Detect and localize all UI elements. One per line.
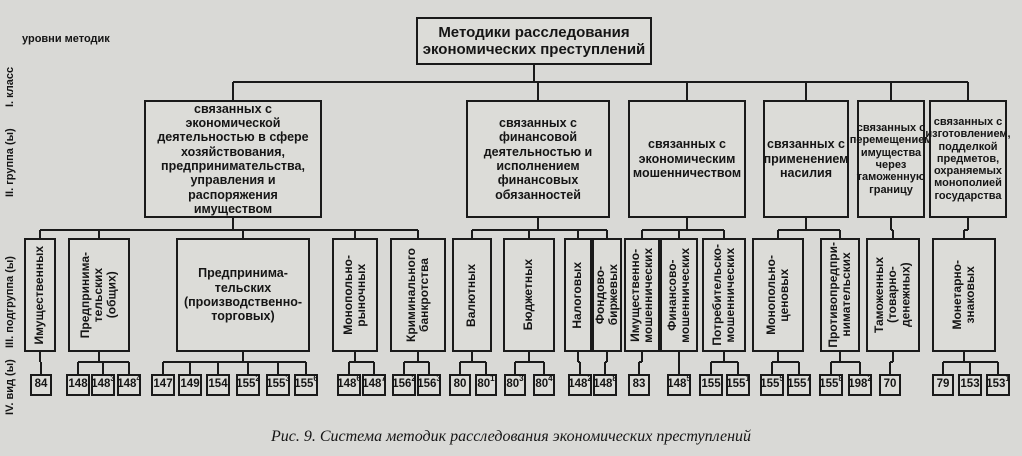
subgroup-label: Противопредпри- нимательских — [825, 242, 853, 348]
type-code-box: 83 — [628, 374, 650, 396]
type-code-box: 70 — [879, 374, 901, 396]
type-code-box: 84 — [30, 374, 52, 396]
group-counterfeit: связанных с изготовлением, подделкой пре… — [925, 100, 1011, 218]
subgroup-box: Монопольно- ценовых — [752, 238, 804, 352]
group-label: связанных с применением насилия — [763, 137, 849, 181]
root-label: Методики расследования экономических пре… — [422, 23, 646, 58]
subgroup-label: Имущественно- мошеннических — [627, 247, 655, 343]
subgroup-box: Криминального банкротства — [390, 238, 446, 352]
subgroup-label: Имущественных — [32, 245, 47, 345]
subgroup-box: Имущественно- мошеннических — [624, 238, 660, 352]
subgroup-box: Фондово- биржевых — [592, 238, 622, 352]
subgroup-label: Валютных — [464, 263, 479, 327]
group-violence: связанных с применением насилия — [763, 100, 849, 218]
group-fraud: связанных с экономическим мошенничеством — [628, 100, 746, 218]
level-label-type: IV. вид (ы) — [4, 359, 16, 415]
type-code-box: 149 — [178, 374, 202, 396]
subgroup-label: Предпринима- тельских (общих) — [78, 251, 119, 339]
subgroup-label: Бюджетных — [521, 259, 536, 331]
level-label-group: II. группа (ы) — [4, 128, 16, 198]
group-financial: связанных с финансовой деятельностью и и… — [466, 100, 610, 218]
subgroup-label: Монопольно- рыночных — [340, 255, 368, 335]
figure-caption: Рис. 9. Система методик расследования эк… — [270, 428, 752, 445]
type-code-box: 147 — [151, 374, 175, 396]
subgroup-label: Монопольно- ценовых — [763, 255, 791, 335]
subgroup-box: Монопольно- рыночных — [332, 238, 378, 352]
subgroup-label: Монетарно- знаковых — [949, 260, 977, 330]
group-label: связанных с изготовлением, подделкой пре… — [925, 115, 1011, 202]
type-code-box: 154 — [206, 374, 230, 396]
subgroup-box: Монетарно- знаковых — [932, 238, 996, 352]
level-label-subgroup: III. подгруппа (ы) — [4, 256, 16, 348]
group-label: связанных с экономической деятельностью … — [157, 101, 309, 217]
group-label: связанных с экономическим мошенничеством — [632, 137, 742, 181]
subgroup-label: Налоговых — [570, 261, 585, 329]
level-label-class: I. класс — [4, 66, 16, 108]
group-label: связанных с финансовой деятельностью и и… — [483, 115, 593, 202]
subgroup-box: Предпринима- тельских (производственно- … — [176, 238, 310, 352]
subgroup-label: Фондово- биржевых — [592, 264, 620, 326]
group-label: связанных с перемещением имущества через… — [849, 122, 933, 196]
subgroup-label: Предпринима- тельских (производственно- … — [183, 266, 303, 324]
subgroup-label: Криминального банкротства — [403, 248, 431, 342]
levels-title: уровни методик — [22, 33, 110, 45]
subgroup-label: Финансово- мошеннических — [664, 247, 692, 343]
subgroup-label: Таможенных (товарно- денежных) — [872, 256, 913, 334]
subgroup-box: Финансово- мошеннических — [660, 238, 698, 352]
subgroup-label: Потребительско- мошеннических — [709, 244, 737, 346]
group-customs: связанных с перемещением имущества через… — [850, 100, 932, 218]
subgroup-box: Валютных — [452, 238, 492, 352]
subgroup-box: Имущественных — [24, 238, 56, 352]
subgroup-box: Противопредпри- нимательских — [820, 238, 860, 352]
type-code-box: 153 — [958, 374, 982, 396]
type-code-box: 148 — [66, 374, 90, 396]
type-code-box: 80 — [449, 374, 471, 396]
subgroup-box: Бюджетных — [503, 238, 555, 352]
type-code-box: 79 — [932, 374, 954, 396]
subgroup-box: Таможенных (товарно- денежных) — [866, 238, 920, 352]
type-code-box: 155 — [699, 374, 723, 396]
group-economic-activity: связанных с экономической деятельностью … — [144, 100, 322, 218]
subgroup-box: Предпринима- тельских (общих) — [68, 238, 130, 352]
subgroup-box: Потребительско- мошеннических — [702, 238, 746, 352]
subgroup-box: Налоговых — [564, 238, 592, 352]
root-box: Методики расследования экономических пре… — [416, 17, 652, 65]
